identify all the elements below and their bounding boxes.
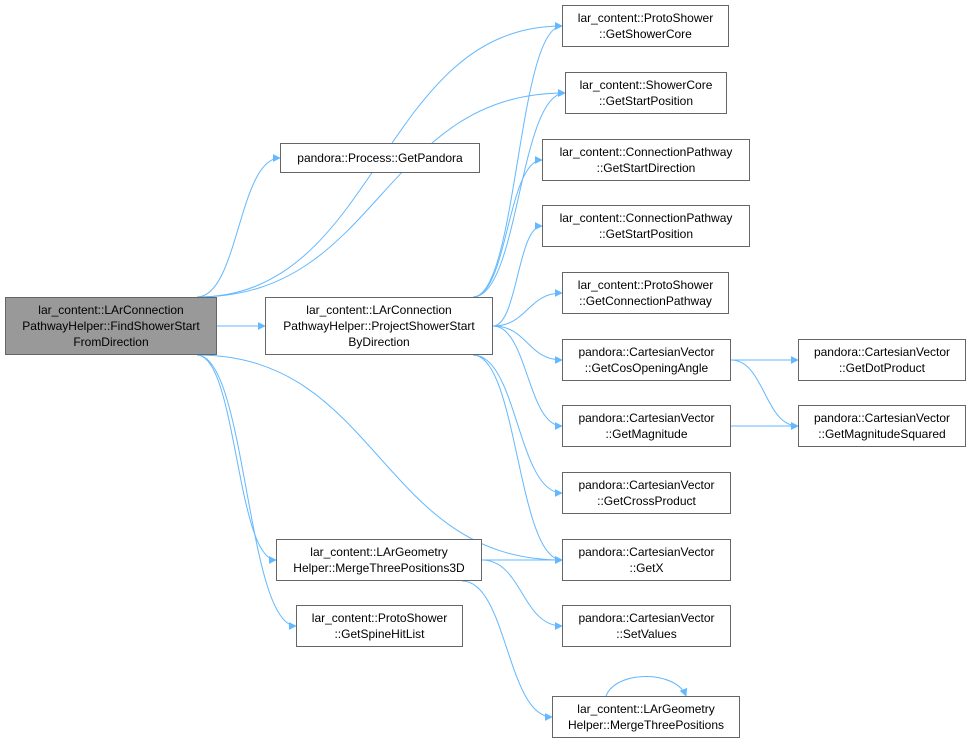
node-label-line: ByDirection [348, 335, 410, 349]
node-label-line: ::GetStartDirection [596, 161, 696, 175]
call-edge-project_shower_start-to-shower_core_get_start_position [472, 89, 566, 298]
node-label-line: lar_content::ProtoShower [577, 11, 714, 25]
node-label-line: ::GetStartPosition [598, 94, 694, 108]
node-project-shower-start-by-direction[interactable]: lar_content::LArConnection PathwayHelper… [265, 297, 493, 355]
call-edge-project_shower_start-to-get_cross_product [472, 354, 563, 497]
node-process-get-pandora[interactable]: pandora::Process::GetPandora [280, 143, 480, 173]
node-label-line: ::GetShowerCore [599, 27, 692, 41]
call-edge-root-to-shower_core_get_start_position [196, 89, 566, 298]
node-label-line: lar_content::LArConnection [306, 303, 452, 317]
node-label-line: pandora::Process::GetPandora [297, 151, 463, 165]
node-get-x[interactable]: pandora::CartesianVector ::GetX [562, 539, 731, 581]
call-edge-project_shower_start-to-get_magnitude [492, 325, 563, 430]
call-edge-project_shower_start-to-get_cos_opening_angle [492, 325, 563, 364]
call-edge-merge_three_positions-to-merge_three_positions [605, 676, 688, 697]
node-label-line: pandora::CartesianVector [578, 545, 715, 559]
node-label-line: ::GetStartPosition [598, 227, 694, 241]
node-label-line: pandora::CartesianVector [578, 411, 715, 425]
node-label-line: lar_content::LArGeometry [577, 702, 715, 716]
node-label-line: ::GetX [629, 561, 664, 575]
call-edge-get_cos_opening_angle-to-get_magnitude_squared [730, 359, 799, 430]
node-pathway-get-start-position[interactable]: lar_content::ConnectionPathway ::GetStar… [542, 205, 750, 247]
call-edge-merge_three_positions_3d-to-merge_three_positions [461, 580, 553, 721]
node-label-line: Helper::MergeThreePositions3D [293, 561, 465, 575]
node-get-connection-pathway[interactable]: lar_content::ProtoShower ::GetConnection… [562, 272, 729, 314]
node-get-shower-core[interactable]: lar_content::ProtoShower ::GetShowerCore [562, 5, 729, 47]
node-label-line: lar_content::ConnectionPathway [559, 145, 733, 159]
node-label-line: lar_content::LArGeometry [310, 545, 448, 559]
node-get-cos-opening-angle[interactable]: pandora::CartesianVector ::GetCosOpening… [562, 339, 731, 381]
node-get-cross-product[interactable]: pandora::CartesianVector ::GetCrossProdu… [562, 472, 731, 514]
node-shower-core-get-start-position[interactable]: lar_content::ShowerCore ::GetStartPositi… [565, 72, 727, 114]
node-merge-three-positions[interactable]: lar_content::LArGeometry Helper::MergeTh… [552, 696, 740, 738]
node-get-dot-product[interactable]: pandora::CartesianVector ::GetDotProduct [798, 339, 966, 381]
node-merge-three-positions-3d[interactable]: lar_content::LArGeometry Helper::MergeTh… [276, 539, 482, 581]
node-label-line: ::GetConnectionPathway [579, 294, 712, 308]
call-edge-project_shower_start-to-pathway_get_start_direction [472, 156, 543, 298]
node-label-line: lar_content::ProtoShower [577, 278, 714, 292]
node-label-line: pandora::CartesianVector [813, 411, 951, 425]
node-label-line: PathwayHelper::ProjectShowerStart [283, 319, 475, 333]
call-edge-project_shower_start-to-get_x [472, 354, 563, 564]
call-edge-project_shower_start-to-pathway_get_start_position [492, 222, 543, 327]
node-label-line: ::GetSpineHitList [334, 627, 425, 641]
node-label-line: Helper::MergeThreePositions [567, 718, 725, 732]
node-label-line: lar_content::ProtoShower [311, 611, 448, 625]
call-edge-root-to-get_spine_hit_list [196, 354, 297, 630]
node-label-line: lar_content::ShowerCore [579, 78, 713, 92]
node-label-line: pandora::CartesianVector [813, 345, 951, 359]
node-label-line: pandora::CartesianVector [578, 611, 715, 625]
call-edge-root-to-get_pandora [196, 154, 281, 298]
node-get-magnitude-squared[interactable]: pandora::CartesianVector ::GetMagnitudeS… [798, 405, 966, 447]
node-label-line: lar_content::LArConnection [38, 303, 184, 317]
node-pathway-get-start-direction[interactable]: lar_content::ConnectionPathway ::GetStar… [542, 139, 750, 181]
node-label-line: FromDirection [73, 335, 149, 349]
call-edge-root-to-get_x [196, 354, 563, 564]
node-find-shower-start-from-direction: lar_content::LArConnection PathwayHelper… [5, 297, 217, 355]
node-get-spine-hit-list[interactable]: lar_content::ProtoShower ::GetSpineHitLi… [296, 605, 463, 647]
node-label-line: ::GetDotProduct [838, 361, 926, 375]
node-label-line: PathwayHelper::FindShowerStart [22, 319, 200, 333]
node-label-line: ::GetMagnitude [605, 427, 688, 441]
node-set-values[interactable]: pandora::CartesianVector ::SetValues [562, 605, 731, 647]
node-label-line: lar_content::ConnectionPathway [559, 211, 733, 225]
node-label-line: ::GetMagnitudeSquared [818, 427, 946, 441]
call-edge-root-to-merge_three_positions_3d [196, 354, 277, 564]
node-get-magnitude[interactable]: pandora::CartesianVector ::GetMagnitude [562, 405, 731, 447]
node-label-line: ::GetCrossProduct [597, 494, 696, 508]
call-edge-project_shower_start-to-get_connection_pathway [492, 289, 563, 327]
node-label-line: pandora::CartesianVector [578, 478, 715, 492]
call-edge-merge_three_positions_3d-to-set_values [481, 559, 563, 630]
node-label-line: ::SetValues [616, 627, 677, 641]
call-edge-project_shower_start-to-get_shower_core [472, 22, 563, 298]
node-label-line: ::GetCosOpeningAngle [584, 361, 709, 375]
node-label-line: pandora::CartesianVector [578, 345, 715, 359]
